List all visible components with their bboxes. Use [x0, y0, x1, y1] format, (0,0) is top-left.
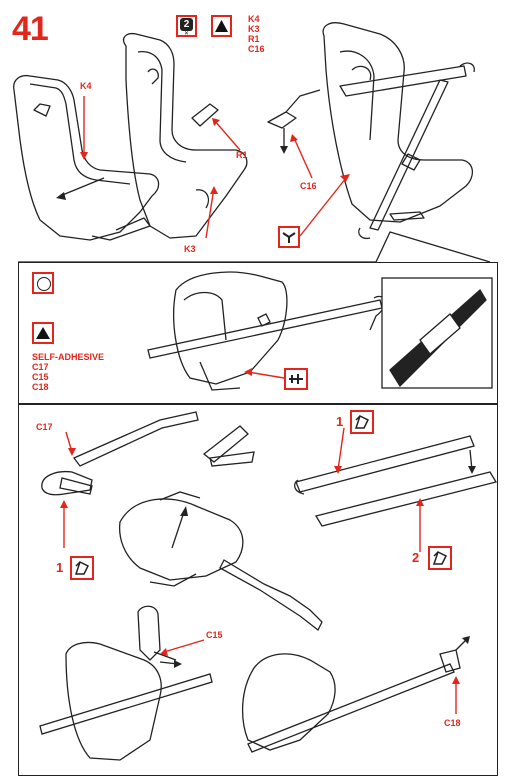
decal-circle-icon — [32, 272, 54, 294]
parts-list: K4 K3 R1 C16 — [248, 14, 265, 54]
part-r1: R1 — [248, 34, 260, 44]
decal-sheet-icon-2 — [350, 410, 374, 434]
label-c18: C18 — [444, 718, 461, 728]
quantity-number: 2 — [180, 18, 193, 31]
decal-sheet-icon-3 — [428, 546, 452, 570]
part-k3: K3 — [248, 24, 260, 34]
paint-triangle-icon — [211, 15, 232, 37]
label-c16: C16 — [300, 181, 317, 191]
harness-clip-icon — [278, 226, 300, 248]
label-r1: R1 — [236, 150, 248, 160]
multiply-icon: ✕ — [184, 31, 190, 37]
part-k4: K4 — [248, 14, 260, 24]
part-c18: C18 — [32, 382, 49, 392]
label-k4: K4 — [80, 81, 92, 91]
detail-panel — [18, 262, 498, 404]
self-adhesive-label: SELF-ADHESIVE — [32, 352, 105, 362]
step-2: 2 — [412, 550, 420, 565]
step-1-left: 1 — [56, 560, 64, 575]
quantity-badge: 2 ✕ — [176, 15, 197, 37]
harness-clip-icon-2 — [284, 368, 308, 390]
decal-parts: SELF-ADHESIVE C17 C15 C18 — [32, 352, 104, 392]
step-1-right: 1 — [336, 414, 344, 429]
paint-triangle-icon-2 — [32, 322, 54, 344]
part-c15: C15 — [32, 372, 49, 382]
part-c16: C16 — [248, 44, 265, 54]
label-k3: K3 — [184, 244, 196, 254]
step-number: 41 — [12, 10, 49, 48]
label-c15: C15 — [206, 630, 223, 640]
bottom-panel — [18, 404, 498, 776]
part-c17: C17 — [32, 362, 49, 372]
decal-sheet-icon — [70, 556, 94, 580]
label-c17: C17 — [36, 422, 53, 432]
